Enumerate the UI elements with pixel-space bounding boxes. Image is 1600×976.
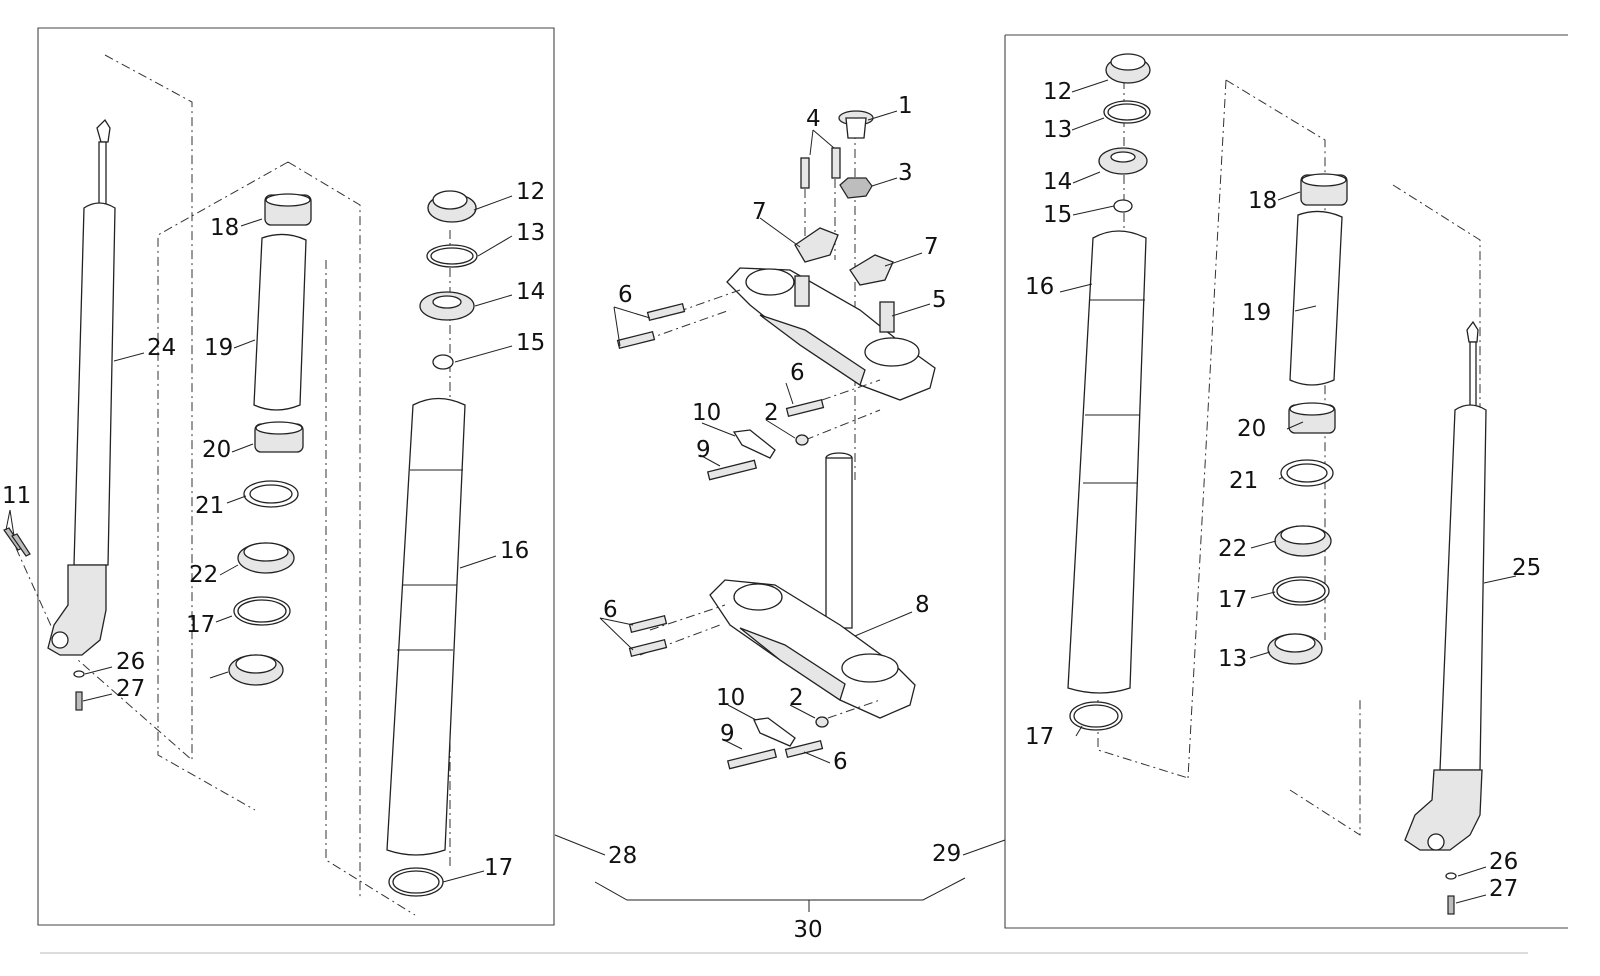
left-screws-11 xyxy=(3,527,53,629)
left-outer-tube-16-with-cap-12-13-14-15-17 xyxy=(325,190,478,916)
callout-24: 24 xyxy=(147,335,176,361)
bottom-triple-clamp-8-with-stem xyxy=(628,452,916,770)
callout-26-left: 26 xyxy=(116,649,145,675)
callout-10-upper: 10 xyxy=(692,400,721,426)
callout-29: 29 xyxy=(932,841,961,867)
callout-6-lower: 6 xyxy=(603,597,618,623)
callout-10-lower: 10 xyxy=(716,685,745,711)
callout-18-right: 18 xyxy=(1248,188,1277,214)
callout-16-right: 16 xyxy=(1025,274,1054,300)
top-triple-clamp-5-with-hardware xyxy=(616,110,936,481)
left-bolt-26-27 xyxy=(73,670,85,711)
right-bushings-18-19-20-rings-21-22-17-13 xyxy=(1187,79,1361,836)
callout-17-right-ring: 17 xyxy=(1218,587,1247,613)
callout-28: 28 xyxy=(608,843,637,869)
callout-7-left: 7 xyxy=(752,199,767,225)
right-fork-assembly-frame xyxy=(1004,34,1568,929)
callout-14-left: 14 xyxy=(516,279,545,305)
callout-19-right: 19 xyxy=(1242,300,1271,326)
callout-15-right: 15 xyxy=(1043,202,1072,228)
callout-4: 4 xyxy=(806,106,821,132)
callout-12-left: 12 xyxy=(516,179,545,205)
callout-2-lower: 2 xyxy=(789,685,804,711)
callout-6-upper: 6 xyxy=(618,282,633,308)
callout-2-upper: 2 xyxy=(764,400,779,426)
callout-21-right: 21 xyxy=(1229,468,1258,494)
callout-19-left: 19 xyxy=(204,335,233,361)
callout-27-right: 27 xyxy=(1489,876,1518,902)
right-outer-tube-16-with-cap-12-13-14-15 xyxy=(1067,53,1189,779)
callout-16-left: 16 xyxy=(500,538,529,564)
callout-9-upper: 9 xyxy=(696,437,711,463)
callout-21-left: 21 xyxy=(195,493,224,519)
callout-27-left: 27 xyxy=(116,676,145,702)
callout-13-right-bottom: 13 xyxy=(1218,646,1247,672)
callout-20-right: 20 xyxy=(1237,416,1266,442)
callout-15-left: 15 xyxy=(516,330,545,356)
callout-3: 3 xyxy=(898,160,913,186)
left-bushings-18-19-20-rings-21-22-17-23 xyxy=(157,161,361,900)
callout-8: 8 xyxy=(915,592,930,618)
callout-12-right: 12 xyxy=(1043,79,1072,105)
callout-5: 5 xyxy=(932,287,947,313)
callout-13-left: 13 xyxy=(516,220,545,246)
callout-7-right: 7 xyxy=(924,234,939,260)
left-fork-assembly-frame xyxy=(37,27,555,926)
right-damper-cartridge-25 xyxy=(1392,184,1487,915)
callout-22-left: 22 xyxy=(189,562,218,588)
callout-17-right-tube: 17 xyxy=(1025,724,1054,750)
callout-17-left-tube: 17 xyxy=(484,855,513,881)
callout-6-mid: 6 xyxy=(790,360,805,386)
leader-lines xyxy=(5,79,1517,904)
callout-1: 1 xyxy=(898,93,913,119)
callout-26-right: 26 xyxy=(1489,849,1518,875)
callout-labels: 1 4 3 7 7 5 6 6 10 2 9 6 8 10 2 9 6 30 1… xyxy=(2,79,1541,943)
callout-22-right: 22 xyxy=(1218,536,1247,562)
callout-9-lower: 9 xyxy=(720,721,735,747)
callout-30: 30 xyxy=(793,917,822,943)
callout-14-right: 14 xyxy=(1043,169,1072,195)
callout-25: 25 xyxy=(1512,555,1541,581)
callout-13-right-top: 13 xyxy=(1043,117,1072,143)
left-damper-cartridge-24 xyxy=(47,54,193,762)
center-bracket-30 xyxy=(594,877,966,912)
callout-18-left: 18 xyxy=(210,215,239,241)
callout-11: 11 xyxy=(2,483,31,509)
callout-17-left-ring: 17 xyxy=(186,612,215,638)
callout-6-bottom: 6 xyxy=(833,749,848,775)
callout-20-left: 20 xyxy=(202,437,231,463)
